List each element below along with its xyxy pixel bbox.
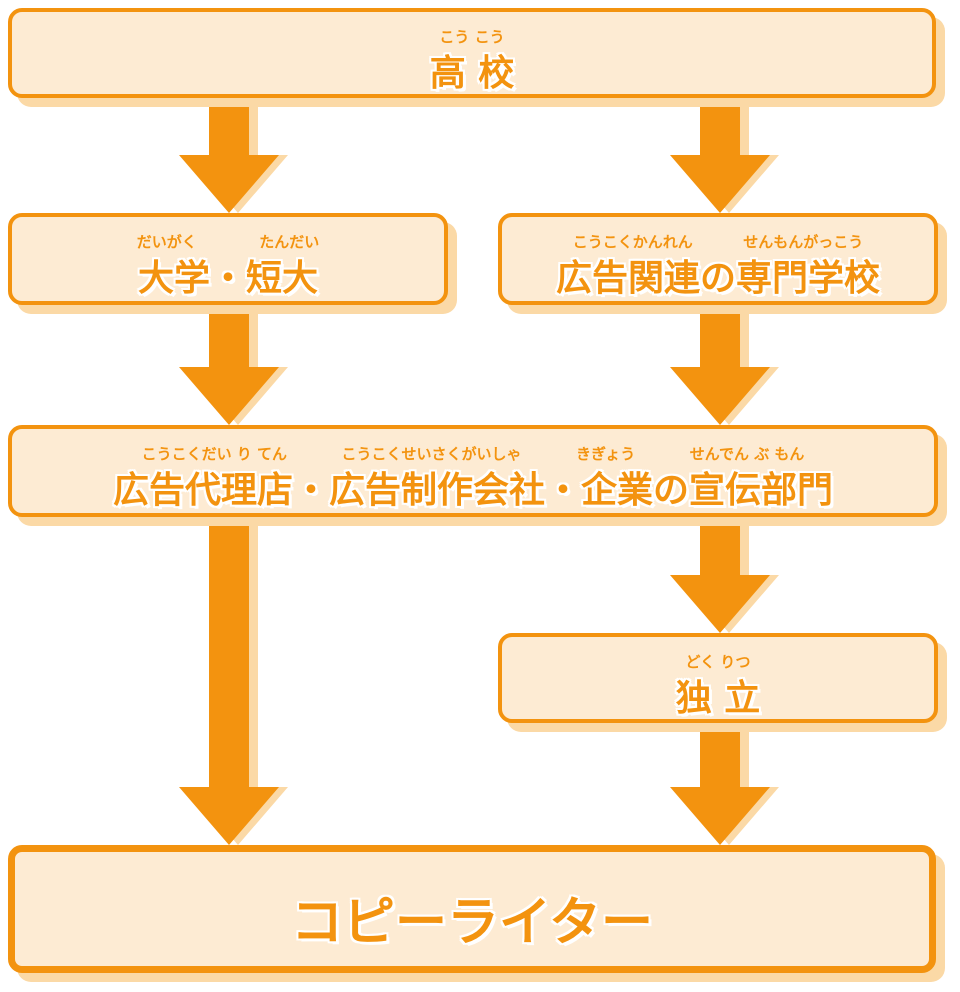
agency-label: 広告代理店・広告制作会社・企業の宣伝部門 (112, 470, 833, 511)
agency-ruby-2: こうこくせいさくがいしゃ (341, 445, 522, 463)
node-vocational-school: こうこくかんれん せんもんがっこう 広告関連の専門学校 (498, 213, 938, 305)
vocational-label: 広告関連の専門学校 (555, 258, 880, 299)
arrow-high-school-to-vocational (670, 96, 779, 213)
independent-ruby: どく りつ (685, 653, 751, 671)
arrow-high-school-to-vocational-shape (670, 96, 770, 213)
arrow-independent-to-copywriter (670, 721, 779, 845)
node-university: だいがく たんだい 大学・短大 (8, 213, 448, 305)
university-ruby: だいがく たんだい (12, 231, 444, 252)
university-ruby-2: たんだい (259, 233, 320, 251)
arrow-independent-to-copywriter-shape (670, 721, 770, 845)
arrow-vocational-to-agency (670, 303, 779, 425)
high-school-ruby: こう こう (439, 28, 505, 46)
agency-ruby: こうこくだい り てん こうこくせいさくがいしゃ きぎょう せんでん ぶ もん (12, 443, 934, 464)
agency-ruby-3: きぎょう (575, 445, 636, 463)
arrow-agency-to-independent-shape (670, 515, 770, 633)
vocational-ruby: こうこくかんれん せんもんがっこう (502, 231, 934, 252)
copywriter-label: コピーライター (291, 893, 653, 953)
node-copywriter: コピーライター (8, 845, 936, 973)
node-agency: こうこくだい り てん こうこくせいさくがいしゃ きぎょう せんでん ぶ もん … (8, 425, 938, 517)
university-ruby-1: だいがく (136, 233, 197, 251)
arrow-university-to-agency (179, 303, 288, 425)
vocational-ruby-1: こうこくかんれん (572, 233, 693, 251)
arrow-university-to-agency-shape (179, 303, 279, 425)
arrow-vocational-to-agency-shape (670, 303, 770, 425)
arrow-high-school-to-university (179, 96, 288, 213)
vocational-ruby-2: せんもんがっこう (743, 233, 864, 251)
node-independent: どく りつ 独 立 (498, 633, 938, 723)
arrow-agency-to-copywriter (179, 515, 288, 845)
independent-label: 独 立 (675, 678, 761, 719)
university-label: 大学・短大 (137, 258, 318, 299)
arrow-agency-to-copywriter-shape (179, 515, 279, 845)
agency-ruby-4: せんでん ぶ もん (689, 445, 805, 463)
high-school-label: 高 校 (429, 53, 515, 94)
node-high-school: こう こう 高 校 (8, 8, 936, 98)
arrow-high-school-to-university-shape (179, 96, 279, 213)
agency-ruby-1: こうこくだい り てん (141, 445, 288, 463)
arrow-agency-to-independent (670, 515, 779, 633)
